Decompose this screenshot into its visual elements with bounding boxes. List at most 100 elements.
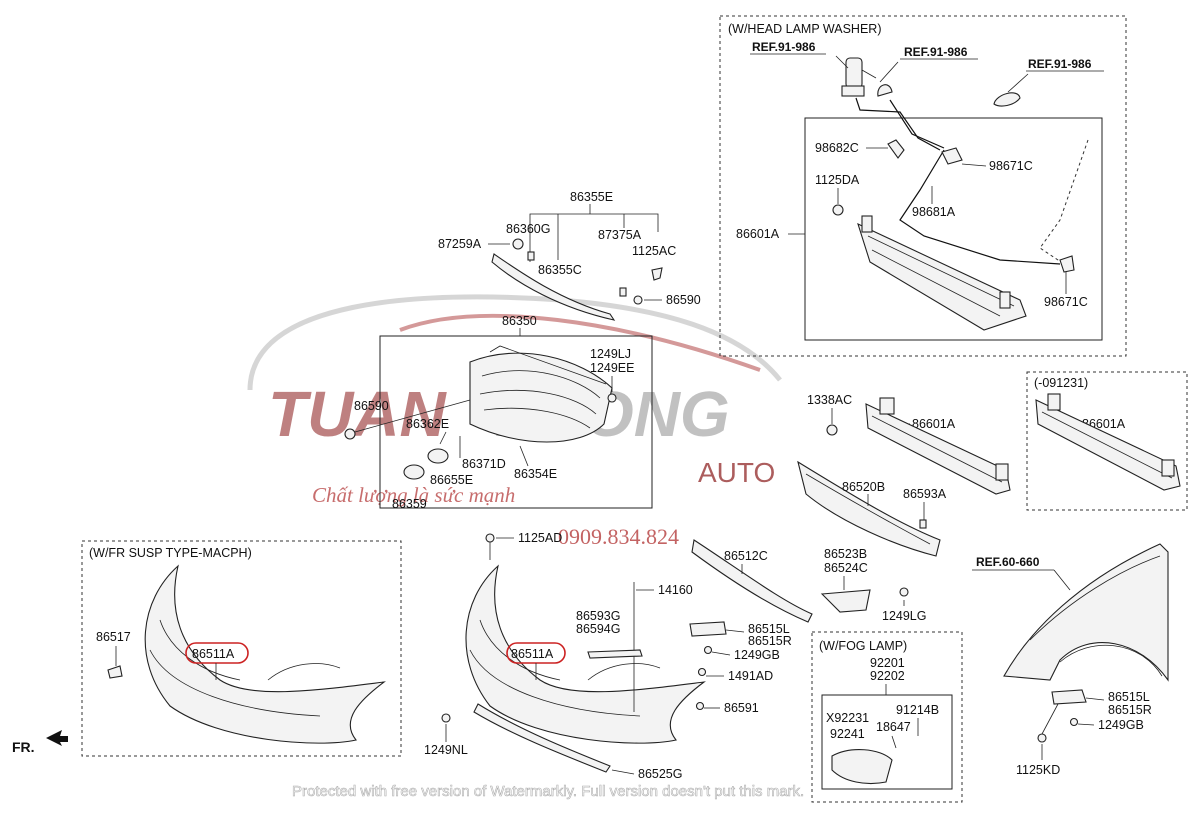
clip-86593A: [919, 519, 927, 529]
label-92241: 92241: [830, 727, 865, 741]
screw-1249LG: [899, 587, 909, 597]
radiator-grille: [469, 345, 613, 443]
label-86515R-a: 86515R: [748, 634, 792, 648]
watermark-slogan: Chất lượng là sức mạnh: [312, 483, 515, 507]
emblem-86362E: [427, 448, 449, 464]
watermark-swoosh: [247, 294, 782, 391]
label-87259A: 87259A: [438, 237, 482, 251]
screw-1249GB-b: [1069, 717, 1079, 727]
headlamp-washer-group: (W/HEAD LAMP WASHER) REF.91-986 REF.91-9…: [719, 15, 1127, 357]
label-86525G: 86525G: [638, 767, 682, 781]
bracket-86515L-b: [1051, 689, 1087, 705]
lip-86525G: [473, 703, 611, 773]
clip-86590-a: [633, 295, 643, 305]
headlamp-washer-box: [719, 15, 1127, 357]
washer-hose-1: [855, 97, 941, 151]
bumper-beam-right: [1035, 393, 1181, 491]
bumper-cover-mid: [465, 564, 706, 744]
fender-group: REF.60-660 86515L 86515R 1249GB 1125KD: [972, 543, 1169, 777]
label-X92231: X92231: [826, 711, 869, 725]
label-86590-b: 86590: [354, 399, 389, 413]
bumper-beam-center-group: 1338AC 86601A 86520B 86593A: [797, 393, 1011, 557]
label-86515R-b: 86515R: [1108, 703, 1152, 717]
fog-lamp-inner-box: [821, 694, 953, 790]
screw-1125AD: [485, 533, 495, 543]
lower-grille-86512C: [691, 539, 813, 623]
headlamp-washer-inner-box: [804, 117, 1103, 341]
label-86511A-mid: 86511A: [511, 647, 554, 661]
watermark-phone: 0909.834.824: [558, 524, 679, 549]
label-92202: 92202: [870, 669, 905, 683]
label-98681A: 98681A: [912, 205, 956, 219]
bolt-1125DA: [832, 204, 844, 216]
grille-group: 86350 1249LJ 1249EE 86590 86362E 86371D …: [344, 314, 653, 511]
label-98671C-b: 98671C: [1044, 295, 1088, 309]
clip-86590-b: [344, 428, 356, 440]
label-1249EE: 1249EE: [590, 361, 634, 375]
label-86355E: 86355E: [570, 190, 613, 204]
label-86601A-mid: 86601A: [912, 417, 956, 431]
serial-box: [1026, 371, 1188, 511]
label-1491AD: 1491AD: [728, 669, 773, 683]
label-1249GB-a: 1249GB: [734, 648, 780, 662]
fog-lamp-title: (W/FOG LAMP): [819, 639, 907, 653]
label-86355C: 86355C: [538, 263, 582, 277]
label-86360G: 86360G: [506, 222, 550, 236]
emblem-86359: [403, 464, 425, 480]
label-14160: 14160: [658, 583, 693, 597]
label-1125KD: 1125KD: [1016, 763, 1060, 777]
label-86594G: 86594G: [576, 622, 620, 636]
fog-lamp-box: [811, 631, 963, 803]
fr-marker: FR.: [12, 739, 35, 755]
moulding-86355E: [491, 253, 616, 321]
grille-box: [379, 335, 653, 509]
ref-fender: REF.60-660: [976, 555, 1040, 569]
fr-susp-group: (W/FR SUSP TYPE-MACPH) 86517 86511A: [81, 540, 402, 757]
fog-lamp-group: (W/FOG LAMP) 92201 92202 X92231 91214B 9…: [811, 631, 963, 803]
label-91214B: 91214B: [896, 703, 939, 717]
highlight-86511A-left: [185, 642, 249, 664]
label-86520B: 86520B: [842, 480, 885, 494]
label-1249NL: 1249NL: [424, 743, 468, 757]
label-86601A-washer: 86601A: [736, 227, 780, 241]
screw-1125AC: [651, 267, 663, 281]
clip-86591: [695, 701, 705, 711]
label-1249LG: 1249LG: [882, 609, 926, 623]
front-arrow-icon: [46, 730, 68, 746]
label-86354E: 86354E: [514, 467, 557, 481]
washer-hose-2: [889, 99, 945, 149]
screw-1249NL: [441, 713, 451, 723]
label-86515L-b: 86515L: [1108, 690, 1150, 704]
fog-lamp-housing: [831, 749, 893, 785]
washer-hose-dash: [1039, 139, 1089, 265]
label-86524C: 86524C: [824, 561, 868, 575]
label-86517: 86517: [96, 630, 131, 644]
label-98671C-a: 98671C: [989, 159, 1033, 173]
washer-hose-3: [899, 149, 1061, 265]
bracket-86515L-a: [689, 621, 727, 637]
watermark-brand-tuan: TUAN: [268, 378, 448, 450]
label-86512C: 86512C: [724, 549, 768, 563]
fender-panel: [1003, 543, 1169, 682]
screw-1125KD: [1037, 733, 1047, 743]
label-1125DA: 1125DA: [815, 173, 860, 187]
ref-washer-2: REF.91-986: [904, 45, 968, 59]
clip-87259A: [512, 238, 524, 250]
washer-pump: [835, 55, 877, 97]
watermark-brand-auto: AUTO: [698, 457, 775, 488]
label-86515L-a: 86515L: [748, 622, 790, 636]
label-86359: 86359: [392, 497, 427, 511]
grille-upper-group: 86355E 86360G 87375A 87259A 1125AC 86355…: [438, 190, 701, 321]
bracket-86593G: [587, 649, 643, 659]
label-87375A: 87375A: [598, 228, 642, 242]
label-98682C: 98682C: [815, 141, 859, 155]
watermark-footer: Protected with free version of Watermark…: [292, 783, 804, 800]
label-86591: 86591: [724, 701, 759, 715]
label-1125AC: 1125AC: [632, 244, 676, 258]
label-86655E: 86655E: [430, 473, 473, 487]
clip-87375A: [619, 287, 627, 297]
label-86362E: 86362E: [406, 417, 449, 431]
watermark-swoosh-red: [399, 313, 761, 372]
label-18647: 18647: [876, 720, 911, 734]
